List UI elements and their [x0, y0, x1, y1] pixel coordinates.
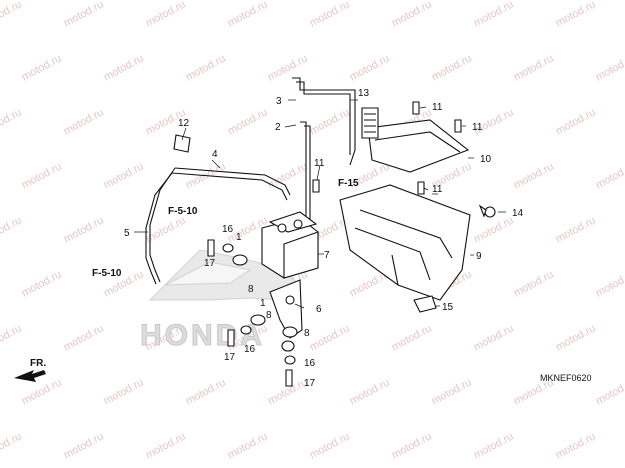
callout-1-a: 1	[236, 232, 242, 243]
callout-17-c: 17	[304, 378, 316, 389]
brake-pipe-3	[292, 77, 356, 166]
callout-11-a: 11	[432, 102, 443, 113]
callout-8-c: 8	[304, 328, 310, 339]
direction-label: FR.	[30, 358, 46, 369]
collar-16c	[284, 355, 296, 365]
callout-7: 7	[324, 250, 330, 261]
callout-16-b: 16	[244, 344, 256, 355]
bolt-17a	[207, 239, 215, 257]
callout-3: 3	[276, 96, 282, 107]
callout-11-c: 11	[314, 158, 325, 169]
grommet-1	[281, 340, 295, 352]
clip-15	[413, 295, 437, 313]
connector-13	[361, 107, 379, 139]
callout-11-b: 11	[472, 122, 483, 133]
wing-nut-14	[478, 204, 496, 218]
callout-9: 9	[476, 251, 482, 262]
callout-11-d: 11	[432, 184, 443, 195]
leader-lines	[134, 99, 506, 309]
callout-16-a: 16	[222, 224, 234, 235]
battery-box-9	[339, 184, 471, 301]
callout-4: 4	[212, 149, 218, 160]
collar-16a	[222, 243, 234, 253]
callout-5: 5	[124, 228, 130, 239]
bolt-11-a	[412, 101, 420, 115]
bolt-11-e	[414, 180, 420, 192]
callout-12: 12	[178, 118, 190, 129]
callout-10: 10	[480, 154, 492, 165]
hose-clip-12	[173, 134, 191, 153]
bolt-11-b	[454, 119, 462, 133]
callout-13: 13	[358, 88, 370, 99]
logo-text: HONDA	[140, 319, 265, 352]
reference-f-15: F-15	[338, 178, 359, 189]
callout-16-c: 16	[304, 358, 316, 369]
bolt-17b	[227, 329, 235, 347]
brake-hose-4	[145, 167, 291, 285]
grommet-8a	[232, 254, 248, 266]
callout-8-a: 8	[248, 284, 254, 295]
callout-17-b: 17	[224, 352, 236, 363]
reference-f-5-10-b: F-5-10	[92, 268, 122, 279]
diagram-code: MKNEF0620	[540, 373, 592, 383]
callout-2: 2	[275, 122, 281, 133]
honda-wing-logo: HONDA	[140, 249, 301, 353]
callout-17-a: 17	[204, 258, 216, 269]
grommet-8c	[282, 326, 298, 338]
callout-8-b: 8	[266, 310, 272, 321]
grommet-8b	[250, 314, 266, 326]
collar-16b	[240, 325, 252, 335]
bolt-11-d	[417, 181, 425, 195]
abs-modulator-7	[261, 211, 319, 279]
callout-14: 14	[512, 208, 524, 219]
callout-6: 6	[316, 304, 322, 315]
reference-f-5-10-a: F-5-10	[168, 206, 198, 217]
bolt-17c	[285, 369, 293, 387]
callout-15: 15	[442, 302, 454, 313]
cover-10	[367, 119, 470, 173]
callout-1-b: 1	[260, 298, 266, 309]
bolt-11-c	[312, 179, 320, 193]
front-direction-arrow: FR.	[14, 358, 46, 382]
